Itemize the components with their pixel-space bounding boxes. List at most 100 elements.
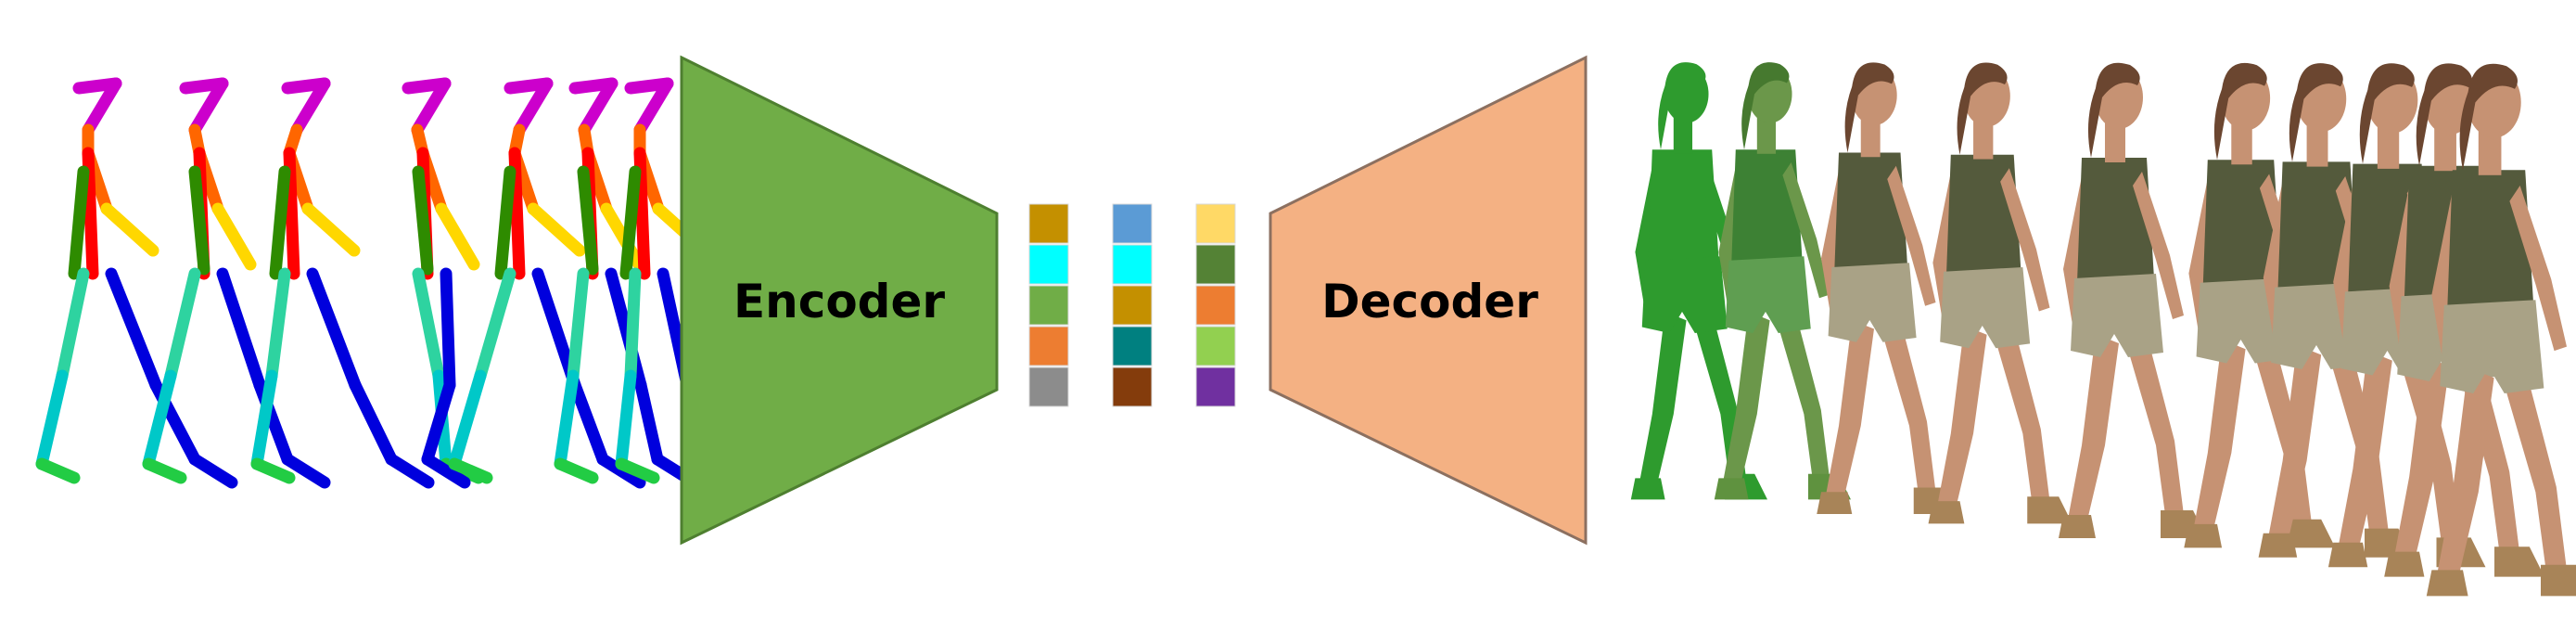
figure-back-boot xyxy=(2258,533,2298,558)
skeleton-bone xyxy=(554,457,599,484)
figure-back-leg xyxy=(2193,340,2246,534)
figure-front-leg xyxy=(2123,334,2184,515)
figure-neck xyxy=(1860,117,1881,158)
figure-front-arm xyxy=(1887,165,1936,306)
figure-front-arm xyxy=(2000,168,2050,312)
skeleton-bone xyxy=(68,165,90,280)
skeleton-bone xyxy=(290,77,331,136)
latent-code-cell xyxy=(1112,326,1153,366)
figure-back-leg xyxy=(2338,350,2392,553)
latent-code-cell xyxy=(1028,366,1069,407)
figure-front-leg xyxy=(2499,367,2567,571)
figure-back-leg xyxy=(1937,326,1987,510)
figure-hair xyxy=(1741,62,1790,150)
skeleton-bone xyxy=(250,457,296,484)
skeleton-bone xyxy=(281,453,331,489)
figure-back-leg xyxy=(2394,356,2450,562)
latent-code-cell xyxy=(1028,244,1069,285)
skeleton-bone xyxy=(421,379,456,466)
figure-hair xyxy=(1957,62,2008,155)
figure-back-boot xyxy=(2384,551,2425,577)
figure-neck xyxy=(1973,118,1994,160)
figure-back-boot xyxy=(2327,542,2368,568)
figure-shorts xyxy=(2071,274,2163,357)
skeleton-bone xyxy=(82,77,122,136)
skeleton-bone xyxy=(35,369,69,470)
skeleton-bone xyxy=(349,379,398,466)
skeleton-bone xyxy=(421,453,471,489)
figure-front-leg xyxy=(1991,326,2050,502)
figure-hair xyxy=(2416,63,2472,166)
decoder-block: Decoder xyxy=(1269,55,1588,546)
latent-code-cell xyxy=(1112,285,1153,326)
figure-neck xyxy=(2377,124,2400,169)
figure-front-arm xyxy=(1782,162,1830,299)
skeleton-bone xyxy=(577,165,599,276)
encoder-block: Encoder xyxy=(680,55,999,546)
figure-neck xyxy=(2434,125,2456,172)
figure-hair xyxy=(2359,63,2415,164)
decoder-label: Decoder xyxy=(1321,275,1538,328)
skeleton-bone xyxy=(513,77,554,136)
skeleton-bone xyxy=(578,77,618,136)
walking-person-figure xyxy=(1928,62,2072,524)
skeleton-bone xyxy=(412,267,445,382)
skeleton-bone xyxy=(474,267,516,382)
skeleton-bone xyxy=(35,457,81,484)
figure-front-boot xyxy=(2027,496,2072,524)
skeleton-bone xyxy=(164,267,201,382)
skeleton-bone xyxy=(265,267,291,382)
figure-shorts xyxy=(2440,300,2544,393)
figure-neck xyxy=(2105,121,2125,162)
skeleton-bone xyxy=(56,267,90,382)
skeleton-bone xyxy=(412,165,434,276)
skeleton-bone xyxy=(301,202,361,257)
figure-back-boot xyxy=(1928,501,1965,524)
figure-back-leg xyxy=(1639,312,1687,487)
decoder-trapezoid xyxy=(1269,55,1588,546)
skeleton-bone xyxy=(435,202,480,271)
figure-back-boot xyxy=(1817,492,1853,514)
skeleton-bone xyxy=(216,267,266,392)
figure-front-leg xyxy=(1878,320,1936,493)
walking-person-figure xyxy=(2059,62,2207,538)
skeleton-bone xyxy=(615,369,637,470)
skeleton-bone xyxy=(634,379,664,466)
latent-code-cell xyxy=(1112,366,1153,407)
skeleton-bone xyxy=(448,457,493,484)
skeleton-bone xyxy=(448,369,487,470)
skeleton-bone xyxy=(142,369,177,470)
figure-back-leg xyxy=(2068,334,2119,524)
latent-code-cell xyxy=(1028,203,1069,244)
figure-neck xyxy=(1756,115,1777,154)
skeleton-bone xyxy=(567,267,590,382)
skeleton-bone xyxy=(615,457,660,484)
figure-hair xyxy=(1658,62,1706,150)
skeleton-bone xyxy=(624,267,642,382)
skeleton-bone xyxy=(568,379,609,466)
skeleton-bone xyxy=(306,267,362,392)
latent-code-cell xyxy=(1028,285,1069,326)
latent-code-cell xyxy=(1195,326,1236,366)
figure-back-boot xyxy=(1630,478,1665,500)
latent-code-cell xyxy=(1195,203,1236,244)
figure-neck xyxy=(2306,122,2328,167)
figure-back-boot xyxy=(2059,515,2096,538)
latent-code-cell xyxy=(1195,244,1236,285)
figure-shorts xyxy=(1940,266,2031,349)
figure-hair xyxy=(1844,62,1894,153)
skeleton-pose-sequence xyxy=(35,77,739,489)
skeleton-bone xyxy=(596,453,646,489)
skeleton-bone xyxy=(554,369,580,470)
skeleton-bone xyxy=(619,165,642,280)
latent-code-cell xyxy=(1195,285,1236,326)
figure-back-boot xyxy=(2426,570,2468,597)
figure-front-leg xyxy=(1774,312,1830,479)
figure-front-boot xyxy=(2494,546,2544,577)
skeleton-bone xyxy=(527,202,586,257)
skeleton-bone xyxy=(188,165,210,276)
figure-front-arm xyxy=(2133,172,2184,319)
skeleton-bone xyxy=(633,77,674,136)
walking-person-figure xyxy=(1817,62,1958,514)
